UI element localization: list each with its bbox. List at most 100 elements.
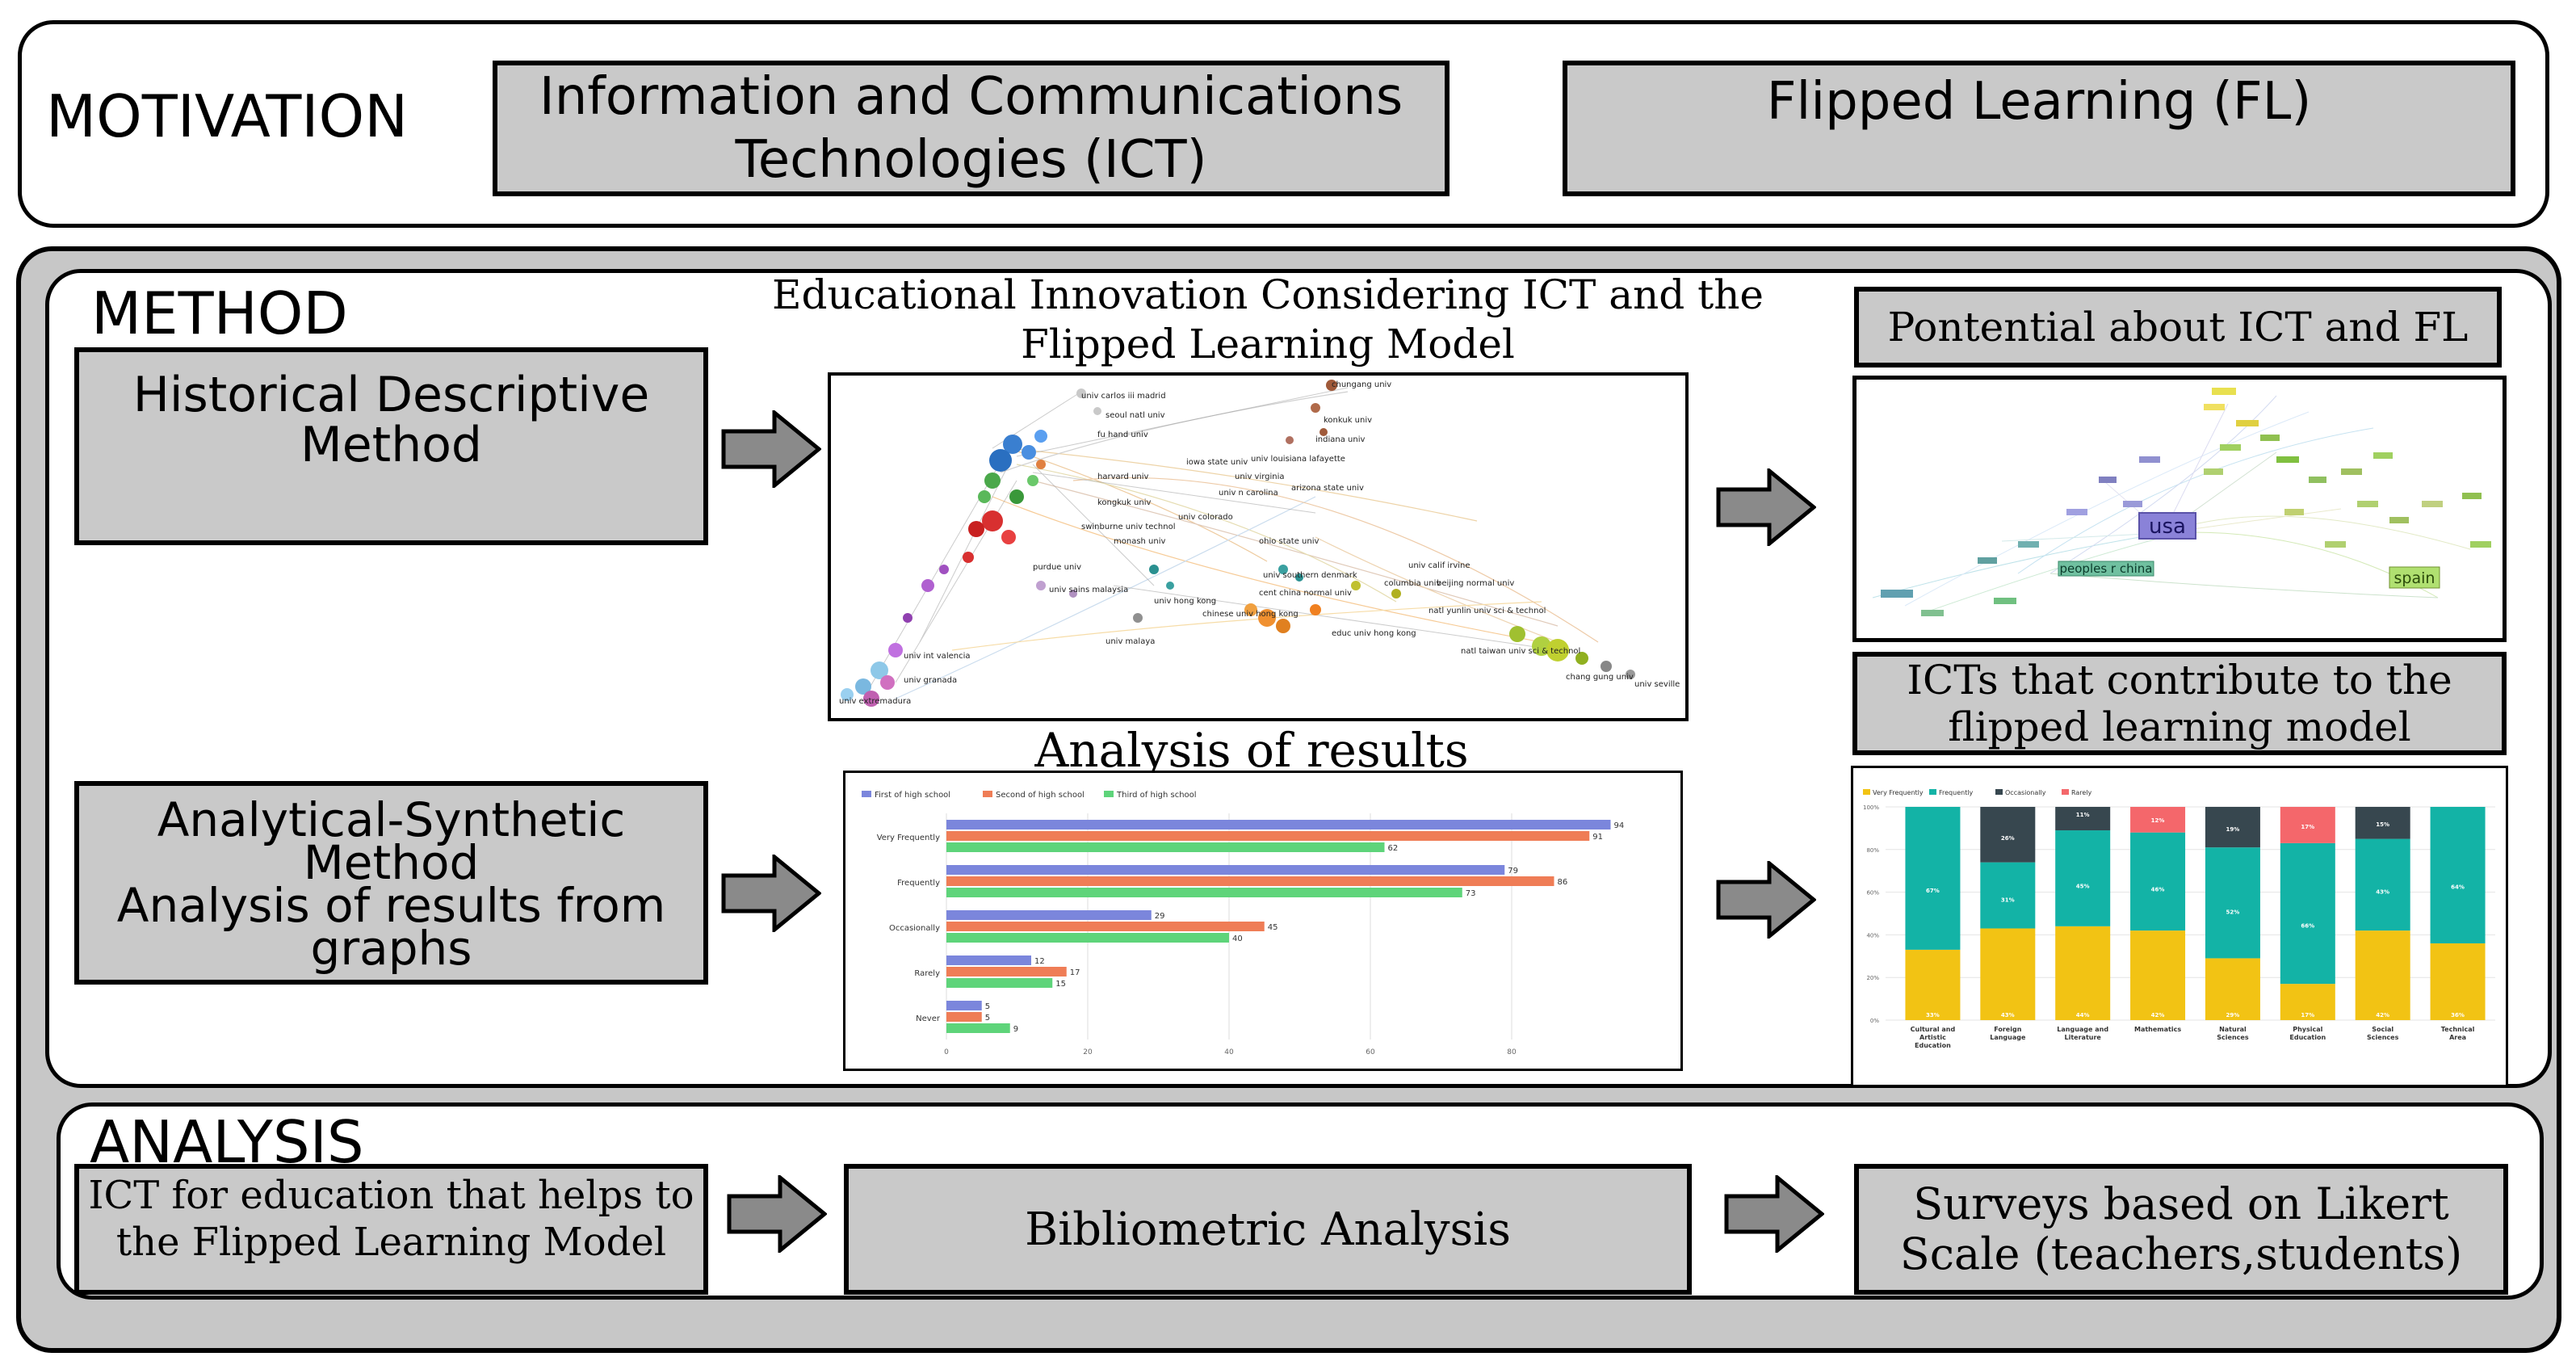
y-tick-label: 20% bbox=[1866, 975, 1879, 981]
network-label: indiana univ bbox=[1315, 435, 1365, 444]
network-label: univ calif irvine bbox=[1408, 561, 1471, 570]
legend-label: First of high school bbox=[875, 791, 950, 800]
likert-surveys-box: Surveys based on Likert Scale (teachers,… bbox=[1854, 1164, 2508, 1295]
bar-value-label: 29 bbox=[1155, 912, 1165, 921]
network-label: fu hand univ bbox=[1097, 430, 1148, 439]
bar-value-label: 5 bbox=[985, 1014, 990, 1023]
network-label: iowa state univ bbox=[1186, 458, 1248, 467]
network-label: univ sains malaysia bbox=[1049, 586, 1128, 594]
network-label: univ hong kong bbox=[1154, 597, 1216, 606]
bar-value-label: 9 bbox=[1013, 1025, 1018, 1034]
network-label: chinese univ hong kong bbox=[1202, 610, 1298, 619]
stacked-bar-segment bbox=[2055, 830, 2111, 926]
network-label: swinburne univ technol bbox=[1081, 523, 1176, 531]
bar bbox=[946, 910, 1152, 920]
category-label: Very Frequently bbox=[877, 834, 940, 842]
stacked-bar-segment bbox=[1905, 807, 1961, 950]
method-heading: METHOD bbox=[91, 279, 348, 347]
x-tick-label: 80 bbox=[1507, 1048, 1517, 1056]
category-label: Occasionally bbox=[889, 924, 940, 933]
stacked-bar-segment bbox=[2280, 842, 2335, 985]
legend-swatch bbox=[983, 791, 992, 797]
legend-label: Occasionally bbox=[2005, 789, 2046, 796]
legend-label: Very Frequently bbox=[1873, 789, 1924, 796]
bar bbox=[946, 888, 1462, 897]
legend-label: Frequently bbox=[1939, 789, 1974, 796]
ict-education-box: ICT for education that helps to the Flip… bbox=[74, 1164, 708, 1295]
network-label: chungang univ bbox=[1332, 380, 1391, 389]
segment-value-label: 12% bbox=[2151, 817, 2165, 824]
segment-value-label: 19% bbox=[2226, 826, 2240, 833]
legend-label: Rarely bbox=[2071, 789, 2092, 796]
segment-value-label: 44% bbox=[2076, 1012, 2090, 1018]
network-label: univ carlos iii madrid bbox=[1081, 392, 1166, 401]
segment-value-label: 36% bbox=[2451, 1012, 2465, 1018]
network-label: univ malaya bbox=[1105, 637, 1155, 646]
potential-box: Pontential about ICT and FL bbox=[1854, 287, 2502, 368]
segment-value-label: 26% bbox=[2001, 835, 2015, 842]
y-tick-label: 0% bbox=[1870, 1018, 1879, 1024]
legend-swatch bbox=[1104, 791, 1114, 797]
bibliometric-box: Bibliometric Analysis bbox=[844, 1164, 1692, 1295]
arrow-right-icon bbox=[721, 410, 821, 488]
historical-method-box: Historical Descriptive Method bbox=[74, 347, 708, 545]
y-tick-label: 40% bbox=[1866, 932, 1879, 939]
y-tick-label: 100% bbox=[1863, 804, 1879, 811]
stacked-bar-segment bbox=[2280, 984, 2335, 1020]
arrow-right-icon bbox=[1716, 861, 1816, 939]
network-label: univ seville bbox=[1634, 680, 1680, 689]
bar bbox=[946, 956, 1031, 965]
network-label: univ int valencia bbox=[904, 652, 971, 661]
category-label: Rarely bbox=[914, 969, 940, 978]
x-tick-label: 20 bbox=[1083, 1048, 1093, 1056]
network-title: Educational Innovation Considering ICT a… bbox=[771, 271, 1764, 368]
country-label-spain: spain bbox=[2394, 569, 2435, 587]
network-label: educ univ hong kong bbox=[1332, 629, 1416, 638]
segment-value-label: 15% bbox=[2376, 821, 2389, 828]
stacked-bar-segment bbox=[2355, 807, 2410, 839]
segment-value-label: 11% bbox=[2076, 812, 2090, 818]
network-label: univ southern denmark bbox=[1263, 571, 1357, 580]
segment-value-label: 43% bbox=[2376, 889, 2389, 896]
stacked-bar-segment bbox=[1980, 862, 2036, 929]
arrow-right-icon bbox=[1716, 468, 1816, 546]
stacked-bar-segment bbox=[2130, 930, 2186, 1020]
country-network-svg: usa peoples r china spain bbox=[1872, 388, 2491, 616]
country-label-usa: usa bbox=[2149, 514, 2186, 539]
ict-box: Information and Communications Technolog… bbox=[493, 61, 1450, 196]
analysis-results-title: Analysis of results bbox=[1034, 723, 1469, 778]
segment-value-label: 66% bbox=[2301, 922, 2314, 929]
x-tick-label: 0 bbox=[944, 1048, 949, 1056]
flipped-learning-box: Flipped Learning (FL) bbox=[1563, 61, 2515, 196]
network-label: harvard univ bbox=[1097, 472, 1149, 481]
network-label: univ virginia bbox=[1235, 472, 1285, 481]
bar-value-label: 62 bbox=[1388, 844, 1399, 853]
bar bbox=[946, 865, 1505, 875]
stacked-bar-segment bbox=[2280, 807, 2335, 843]
bar bbox=[946, 842, 1385, 852]
bar-value-label: 86 bbox=[1558, 878, 1568, 887]
y-tick-label: 60% bbox=[1866, 890, 1879, 897]
segment-value-label: 33% bbox=[1926, 1012, 1940, 1018]
bar-value-label: 91 bbox=[1592, 833, 1603, 842]
bar bbox=[946, 1012, 982, 1022]
segment-value-label: 43% bbox=[2001, 1012, 2015, 1018]
stacked-bar-segment bbox=[1980, 928, 2036, 1020]
bar bbox=[946, 1001, 982, 1010]
category-label: Mathematics bbox=[2134, 1026, 2181, 1033]
bar bbox=[946, 933, 1229, 943]
arrow-right-icon bbox=[1724, 1175, 1824, 1253]
arrow-right-icon bbox=[721, 855, 821, 932]
network-label: univ n carolina bbox=[1219, 489, 1278, 498]
y-tick-label: 80% bbox=[1866, 847, 1879, 854]
network-label: arizona state univ bbox=[1291, 484, 1364, 493]
legend-swatch bbox=[2062, 789, 2069, 795]
